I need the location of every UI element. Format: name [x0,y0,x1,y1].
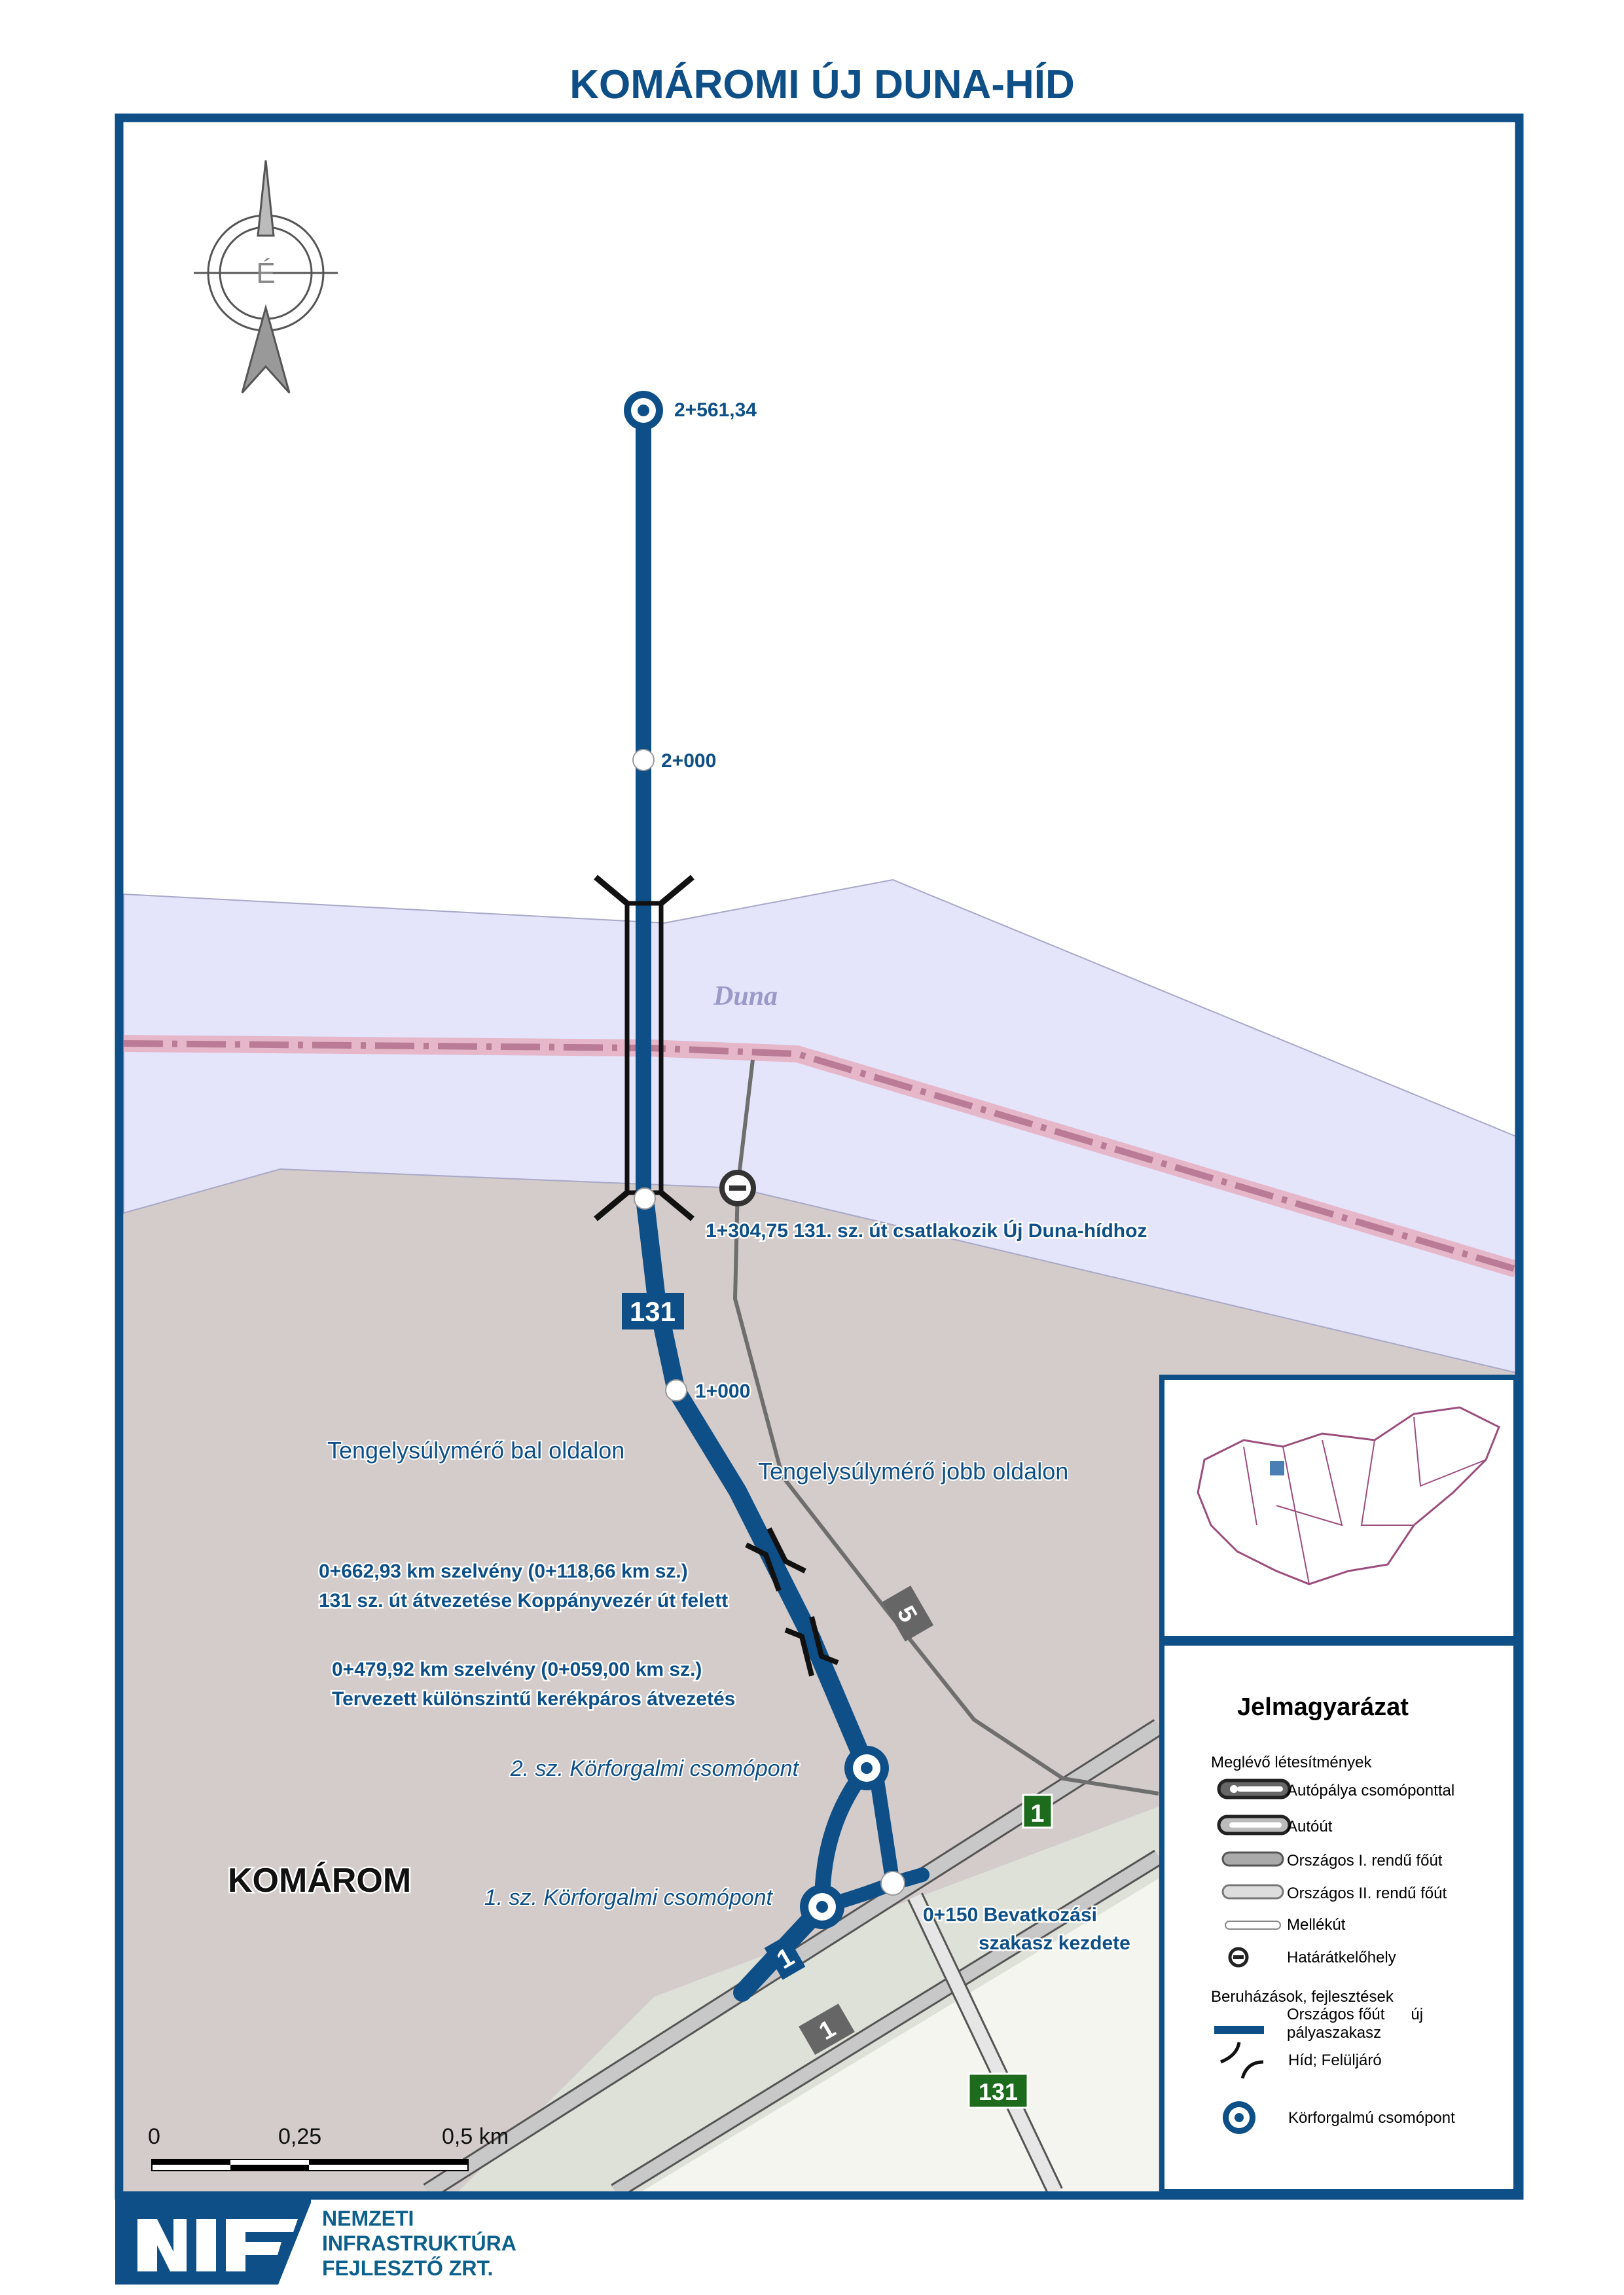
river-label: Duna [713,981,778,1011]
chainage-end-label: 2+561,34 [674,399,757,421]
svg-text:Országos II. rendű főút: Országos II. rendű főút [1287,1885,1447,1902]
svg-text:Országos főút új: Országos főút új [1287,2006,1423,2023]
shield-1-green: 1 [1022,1794,1053,1829]
svg-text:Meglévő létesítmények: Meglévő létesítmények [1211,1754,1372,1771]
end-roundabout [624,391,663,430]
border-join-label: 1+304,75 131. sz. út csatlakozik Új Duna… [706,1220,1147,1242]
svg-text:FEJLESZTŐ ZRT.: FEJLESZTŐ ZRT. [322,2256,493,2280]
axle-scale-left-label: Tengelysúlymérő bal oldalon [327,1437,624,1464]
overpass-icon [745,1527,839,1676]
svg-text:Határátkelőhely: Határátkelőhely [1287,1949,1396,1966]
legend-title: Jelmagyarázat [1237,1693,1409,1721]
svg-text:131: 131 [630,1296,676,1327]
svg-text:Körforgalmú csomópont: Körforgalmú csomópont [1288,2109,1455,2127]
chainage-node [665,1379,687,1401]
axle-scale-right-label: Tengelysúlymérő jobb oldalon [758,1458,1068,1485]
overpass2-label: 0+479,92 km szelvény (0+059,00 km sz.) [332,1659,702,1680]
map-title: KOMÁROMI ÚJ DUNA-HÍD [569,62,1075,107]
svg-text:0,25: 0,25 [278,2124,321,2149]
svg-text:1: 1 [1030,1800,1044,1828]
overpass2-desc: Tervezett különszintű kerékpáros átvezet… [332,1688,735,1710]
scale-bar: 0 0,25 0,5 km [148,2124,509,2171]
roundabout2-label: 2. sz. Körforgalmi csomópont [510,1756,800,1781]
svg-text:0,5 km: 0,5 km [442,2124,509,2149]
north-arrow-icon: É [194,160,338,394]
svg-text:0: 0 [148,2124,160,2149]
white-area [641,1879,1159,2192]
chainage-1000-label: 1+000 [695,1381,750,1402]
overpass1-label: 0+662,93 km szelvény (0+118,66 km sz.) [319,1561,688,1582]
shield-131-green: 131 [967,2072,1029,2109]
chainage-node [634,1187,656,1210]
roundabout-1 [800,1885,844,1929]
overpass1-desc: 131 sz. út átvezetése Koppányvezér út fe… [319,1590,728,1612]
svg-text:Mellékút: Mellékút [1287,1916,1346,1934]
svg-text:Országos I. rendű főút: Országos I. rendű főút [1287,1852,1443,1870]
svg-text:Híd; Felüljáró: Híd; Felüljáró [1288,2051,1382,2069]
map-canvas[interactable]: Duna [123,122,1519,2199]
svg-text:NEMZETI: NEMZETI [322,2207,414,2230]
svg-text:Beruházások, fejlesztések: Beruházások, fejlesztések [1211,1988,1394,2006]
nif-logo: NEMZETI INFRASTRUKTÚRA FEJLESZTŐ ZRT. [115,2196,516,2285]
shield-5-gray: 5 [882,1585,934,1642]
roundabout-2 [844,1746,889,1790]
svg-text:Autópálya csomóponttal: Autópálya csomóponttal [1287,1782,1454,1799]
start-label-2: szakasz kezdete [979,1932,1130,1954]
legend: Jelmagyarázat Meglévő létesítmények Autó… [1159,1640,1519,2194]
svg-text:É: É [256,257,275,289]
shield-1-gray: 1 [799,2003,855,2055]
start-label-1: 0+150 Bevatkozási [923,1904,1097,1926]
svg-text:INFRASTRUKTÚRA: INFRASTRUKTÚRA [322,2232,516,2255]
svg-text:Autóút: Autóút [1287,1818,1333,1835]
svg-text:131: 131 [979,2078,1018,2105]
road-131-south [907,1892,1063,2196]
roundabout1-label: 1. sz. Körforgalmi csomópont [484,1885,774,1910]
chainage-node [632,749,655,771]
chainage-node [880,1871,905,1896]
border-crossing-icon [719,1170,756,1206]
chainage-2000-label: 2+000 [661,750,716,772]
city-label: KOMÁROM [228,1862,411,1900]
inset-locator-map [1159,1375,1519,1641]
map-frame [115,113,1524,2200]
svg-text:pályaszakasz: pályaszakasz [1287,2024,1381,2042]
shield-131-blue: 131 [622,1293,684,1329]
